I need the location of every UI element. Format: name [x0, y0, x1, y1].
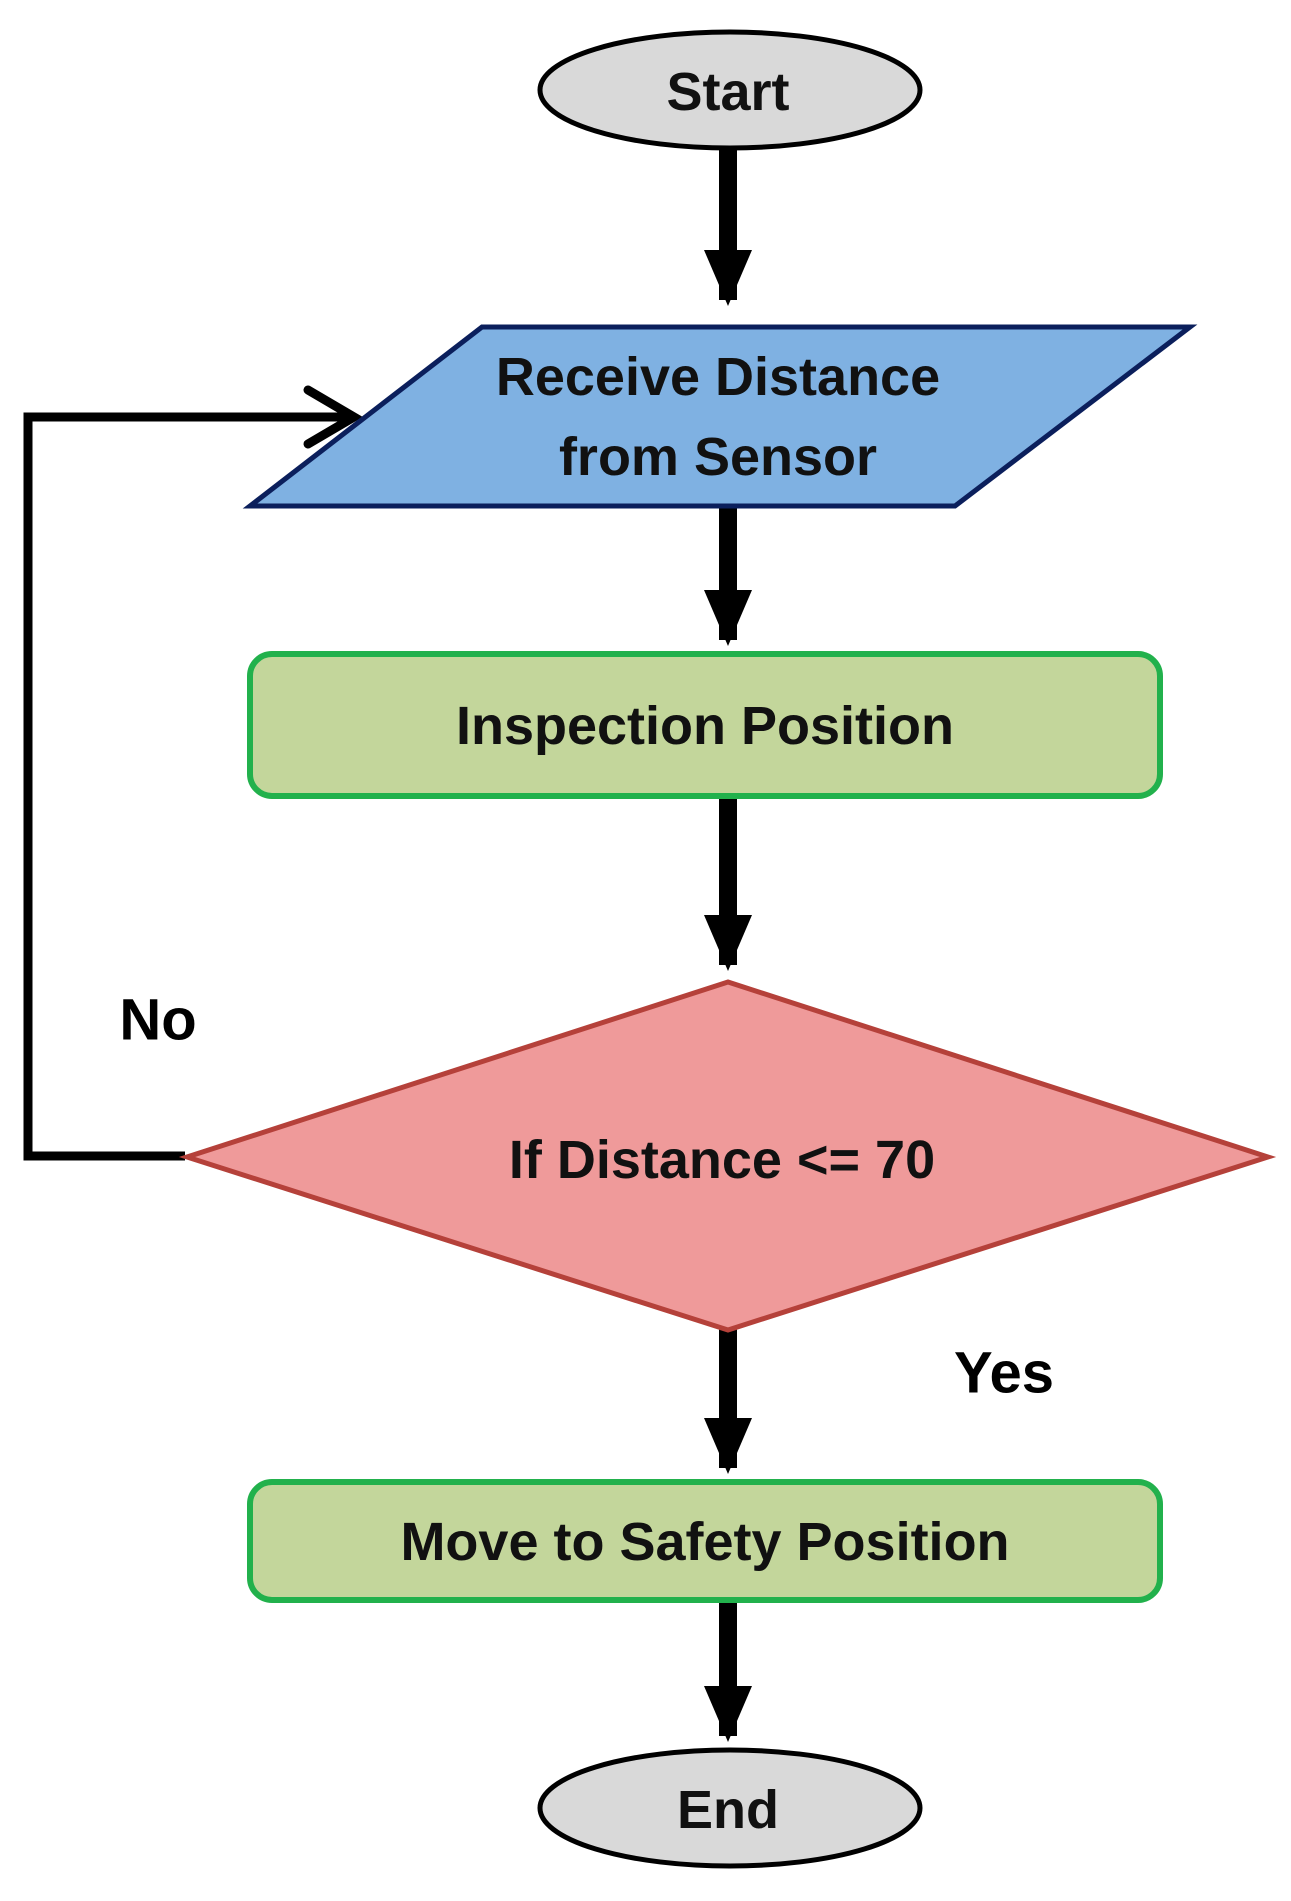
decision-node-shape [178, 979, 1277, 1333]
end-node: End [537, 1747, 923, 1869]
decision-node: If Distance <= 70 [178, 979, 1277, 1333]
receive-distance-node-shape [242, 324, 1198, 509]
connector-decision-to-receive-no [23, 385, 363, 1161]
receive-distance-label-line1: Receive Distance [496, 347, 940, 407]
receive-distance-node: Receive Distance from Sensor [242, 324, 1198, 509]
end-node-shape [537, 1747, 923, 1869]
start-node-shape [537, 29, 923, 151]
safety-position-node-shape [247, 1479, 1163, 1603]
start-node-label: Start [666, 62, 789, 122]
end-node-label: End [677, 1780, 779, 1840]
inspection-position-node: Inspection Position [247, 651, 1163, 799]
safety-position-label: Move to Safety Position [400, 1512, 1009, 1572]
inspection-position-label: Inspection Position [456, 696, 954, 756]
start-node: Start [537, 29, 923, 151]
yes-branch-label: Yes [954, 1341, 1054, 1406]
decision-label: If Distance <= 70 [509, 1130, 935, 1190]
inspection-position-node-shape [247, 651, 1163, 799]
receive-distance-label-line2: from Sensor [559, 427, 877, 487]
safety-position-node: Move to Safety Position [247, 1479, 1163, 1603]
no-branch-label: No [119, 988, 196, 1053]
